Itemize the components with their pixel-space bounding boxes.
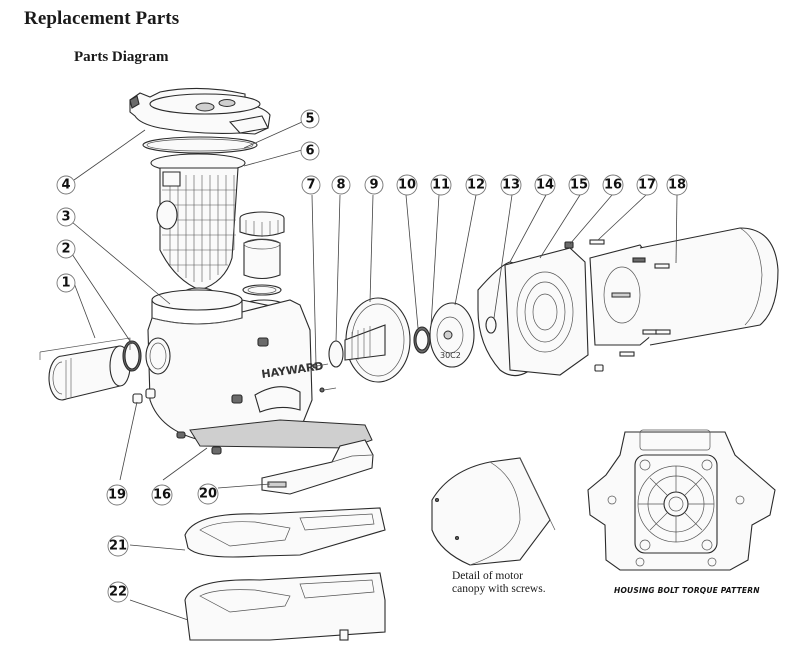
callout-16-motor: 16 bbox=[602, 174, 624, 196]
lid-o-ring bbox=[142, 136, 258, 154]
callout-17: 17 bbox=[636, 174, 658, 196]
pump-base-small bbox=[184, 507, 386, 558]
callout-13: 13 bbox=[500, 174, 522, 196]
callout-label: 20 bbox=[199, 487, 217, 502]
callout-1: 1 bbox=[56, 273, 76, 293]
callout-label: 16 bbox=[153, 488, 171, 503]
callout-label: 22 bbox=[109, 585, 127, 600]
callout-label: 21 bbox=[109, 539, 127, 554]
callout-label: 1 bbox=[61, 276, 70, 291]
leader-lines bbox=[71, 121, 678, 621]
callout-21: 21 bbox=[107, 535, 129, 557]
strainer-lid bbox=[129, 87, 271, 135]
section-title: Parts Diagram bbox=[74, 49, 169, 65]
callout-10: 10 bbox=[396, 174, 418, 196]
callout-11: 11 bbox=[430, 174, 452, 196]
callout-3: 3 bbox=[56, 207, 76, 227]
motor bbox=[564, 227, 779, 372]
callout-label: 8 bbox=[336, 178, 345, 193]
callout-label: 3 bbox=[61, 210, 70, 225]
callout-label: 4 bbox=[61, 178, 70, 193]
torque-pattern-caption: HOUSING BOLT TORQUE PATTERN bbox=[614, 586, 760, 595]
callout-label: 14 bbox=[536, 178, 554, 193]
callout-label: 2 bbox=[61, 242, 70, 257]
callout-20: 20 bbox=[197, 483, 219, 505]
callout-label: 10 bbox=[398, 178, 416, 193]
callout-15: 15 bbox=[568, 174, 590, 196]
callout-label: 18 bbox=[668, 178, 686, 193]
callout-label: 16 bbox=[604, 178, 622, 193]
callout-label: 6 bbox=[305, 144, 314, 159]
motor-support bbox=[261, 439, 374, 495]
callout-8: 8 bbox=[331, 175, 351, 195]
motor-canopy-detail bbox=[431, 457, 556, 566]
callout-18: 18 bbox=[666, 174, 688, 196]
callout-label: 9 bbox=[369, 178, 378, 193]
impeller-marking: 30C2 bbox=[440, 351, 461, 360]
callout-label: 19 bbox=[108, 488, 126, 503]
page-title: Replacement Parts bbox=[24, 8, 180, 29]
strainer-basket bbox=[150, 153, 246, 297]
housing-bolt-torque-pattern bbox=[587, 429, 776, 571]
callout-5: 5 bbox=[300, 109, 320, 129]
impeller-group: 30C2 bbox=[413, 302, 475, 368]
motor-canopy-caption-line1: Detail of motor bbox=[452, 570, 523, 582]
motor-seal-plate bbox=[477, 247, 589, 377]
callout-label: 5 bbox=[305, 112, 314, 127]
callout-7: 7 bbox=[301, 175, 321, 195]
callout-2: 2 bbox=[56, 239, 76, 259]
callout-label: 15 bbox=[570, 178, 588, 193]
seal-plate-group bbox=[312, 297, 411, 393]
pump-housing: HAYWARD bbox=[145, 289, 373, 455]
callout-4: 4 bbox=[56, 175, 76, 195]
callout-19: 19 bbox=[106, 484, 128, 506]
callout-22: 22 bbox=[107, 581, 129, 603]
pump-base-large bbox=[184, 572, 386, 641]
callout-6: 6 bbox=[300, 141, 320, 161]
motor-canopy-caption: Detail of motor canopy with screws. bbox=[452, 570, 546, 596]
callout-label: 12 bbox=[467, 178, 485, 193]
union-fitting bbox=[239, 211, 285, 311]
motor-canopy-caption-line2: canopy with screws. bbox=[452, 583, 546, 595]
callout-16-housing: 16 bbox=[151, 484, 173, 506]
callout-label: 13 bbox=[502, 178, 520, 193]
callout-label: 7 bbox=[306, 178, 315, 193]
callout-label: 17 bbox=[638, 178, 656, 193]
callout-14: 14 bbox=[534, 174, 556, 196]
inlet-union bbox=[39, 337, 142, 401]
drain-plugs bbox=[132, 388, 156, 404]
callout-12: 12 bbox=[465, 174, 487, 196]
callout-9: 9 bbox=[364, 175, 384, 195]
callout-label: 11 bbox=[432, 178, 450, 193]
